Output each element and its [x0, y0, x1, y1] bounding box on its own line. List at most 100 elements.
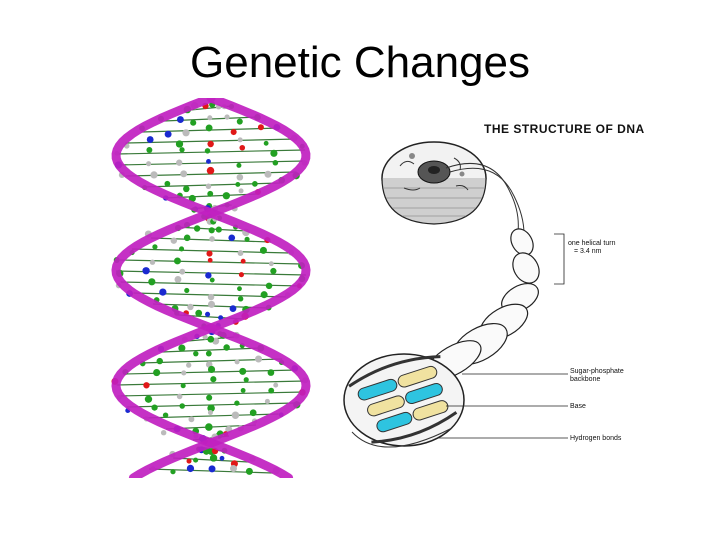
atom — [180, 170, 188, 178]
atom — [208, 465, 216, 473]
atom — [164, 180, 171, 187]
atom — [239, 144, 246, 151]
atom — [205, 124, 213, 132]
atom — [186, 464, 195, 473]
atom — [183, 234, 191, 242]
atom — [272, 160, 279, 166]
atom — [215, 226, 222, 233]
atom — [231, 411, 240, 420]
atom — [207, 365, 216, 374]
atom — [207, 300, 216, 308]
atom — [183, 185, 190, 193]
label-helical-turn-line2: = 3.4 nm — [574, 248, 602, 255]
atom — [243, 377, 249, 383]
atom — [206, 166, 215, 175]
atom — [207, 404, 215, 412]
label-leader-lines — [438, 233, 568, 439]
atom — [176, 393, 183, 400]
base-pair-bond — [117, 391, 305, 397]
atom — [179, 147, 185, 153]
atom — [273, 382, 279, 388]
atom — [146, 136, 154, 143]
atom — [202, 334, 208, 340]
atom — [205, 311, 211, 317]
label-base: Base — [570, 403, 586, 410]
atom — [270, 267, 277, 275]
atom — [195, 309, 203, 317]
dna-double-helix-model — [111, 98, 311, 478]
atom — [160, 429, 167, 436]
atom — [207, 409, 213, 416]
atom — [152, 244, 158, 250]
atom — [207, 257, 213, 263]
atom — [240, 258, 246, 264]
atom — [206, 394, 213, 401]
atom — [235, 181, 241, 187]
atom — [239, 367, 247, 375]
atom — [219, 455, 225, 461]
atom — [237, 137, 243, 143]
atom — [207, 190, 214, 197]
atom — [257, 124, 264, 131]
atom — [230, 129, 237, 136]
atom — [149, 259, 156, 265]
atom — [182, 129, 190, 137]
atom — [238, 272, 244, 278]
atom — [188, 416, 195, 423]
atom — [205, 423, 213, 431]
atom — [181, 370, 187, 376]
atom — [240, 388, 246, 393]
supercoil-loops — [426, 228, 540, 380]
atom — [206, 158, 211, 164]
atom — [179, 403, 185, 409]
atom — [193, 225, 201, 232]
diagram-title: THE STRUCTURE OF DNA — [484, 122, 645, 136]
atom — [224, 114, 230, 120]
atom — [237, 250, 244, 256]
atom — [190, 119, 197, 126]
atom — [176, 116, 184, 124]
atom — [210, 376, 217, 383]
label-helical-turn-line1: one helical turn — [568, 240, 616, 247]
atom — [244, 236, 250, 242]
atom — [223, 344, 230, 351]
atom — [150, 171, 158, 179]
atom — [143, 382, 150, 389]
atom — [238, 188, 244, 194]
label-hydrogen-bonds: Hydrogen bonds — [570, 435, 622, 442]
atom — [229, 305, 237, 313]
atom — [267, 369, 275, 376]
supercoil-loop — [512, 252, 540, 284]
atom — [206, 250, 213, 257]
backbone-ribbon-a — [111, 98, 311, 478]
base-pair-bond — [161, 347, 261, 353]
atom — [184, 287, 190, 294]
atom — [175, 140, 184, 148]
atom — [173, 257, 181, 265]
atom — [159, 288, 167, 296]
atom — [179, 268, 186, 275]
atom — [245, 467, 253, 475]
atom — [180, 383, 186, 389]
label-sugar-phosphate-line2: backbone — [570, 376, 601, 383]
atom — [264, 170, 272, 178]
cell-illustration — [381, 141, 487, 225]
slide-title: Genetic Changes — [190, 38, 530, 87]
atom — [176, 159, 183, 166]
backbone-ribbon-b — [111, 98, 311, 478]
magnified-dna-view — [343, 353, 465, 448]
atom — [204, 148, 211, 154]
atom — [153, 369, 161, 377]
atom — [265, 282, 273, 290]
atom — [255, 355, 263, 363]
atom — [249, 409, 257, 417]
atom — [237, 296, 244, 302]
atom — [268, 261, 274, 267]
atom — [162, 412, 169, 418]
atom — [209, 454, 218, 462]
atom — [142, 267, 150, 275]
helix-ribbons — [111, 98, 311, 478]
atom — [170, 469, 176, 475]
atom — [252, 181, 258, 187]
atom — [228, 234, 236, 242]
